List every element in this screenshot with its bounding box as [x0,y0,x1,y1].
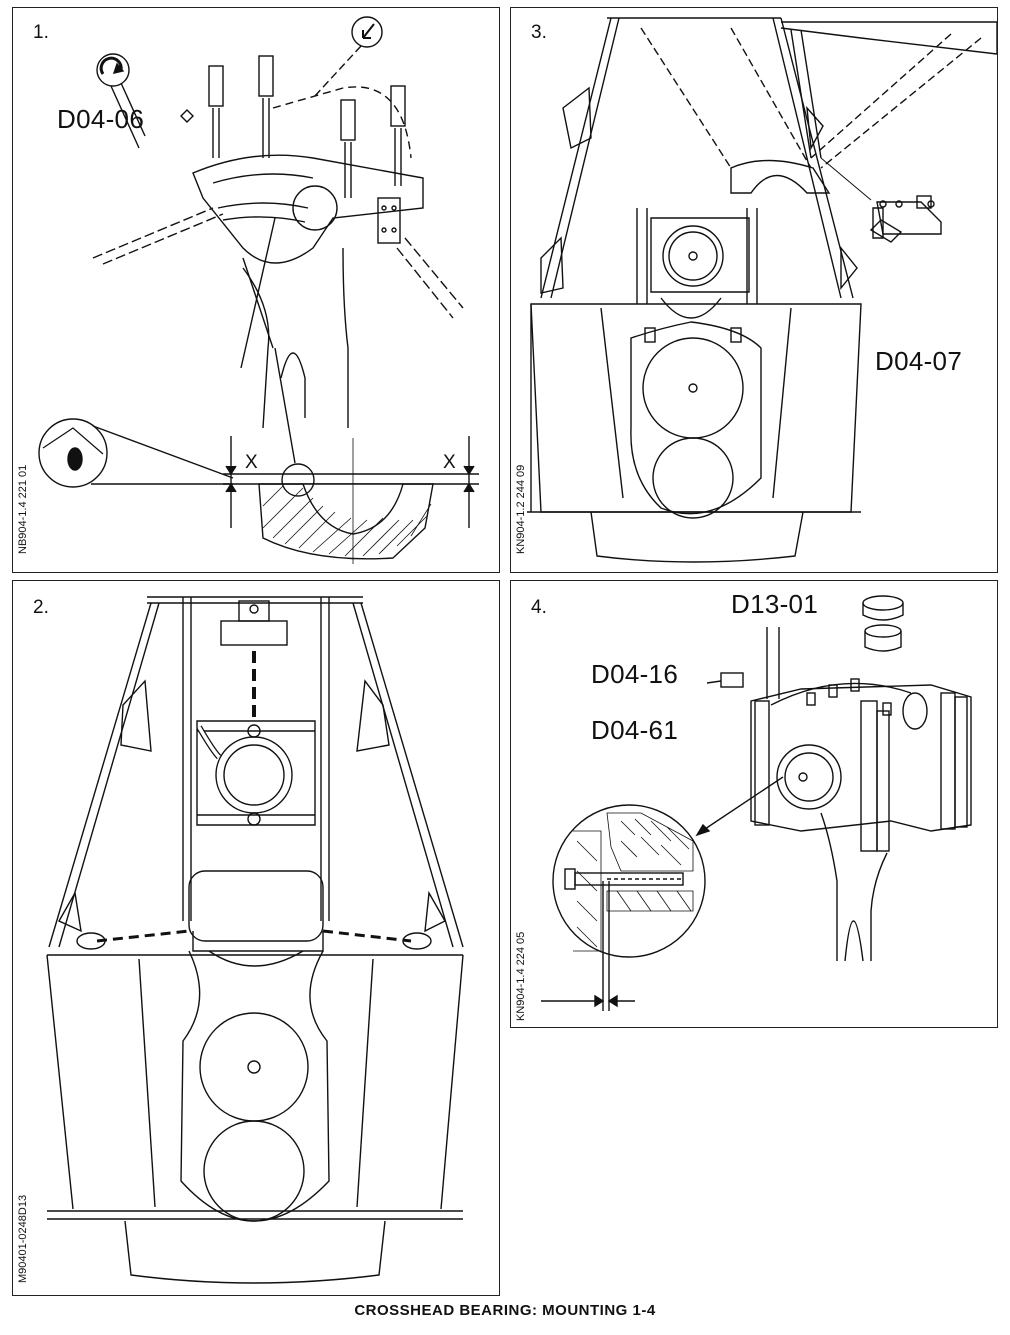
panel-4: 4. D13-01 D04-16 D04-61 KN904-1.4 224 05 [510,580,998,1028]
panel-3-number: 3. [531,22,547,43]
crosshead-bearing-assembly-drawing [541,595,972,1011]
ref-d13-01: D13-01 [731,589,819,619]
panel-1: 1. D04-06 NB904-1.4 221 01 [12,7,500,573]
panel-3: 3. D04-07 KN904-1.2 244 09 [510,7,998,573]
ref-d04-16: D04-16 [591,659,679,689]
ref-d04-61: D04-61 [591,715,679,745]
direction-arrow-icon [312,16,383,99]
panel-4-number: 4. [531,597,547,618]
engine-frame-front-view-drawing [46,596,464,1284]
panel-2-number: 2. [33,597,49,618]
rotate-arrow-icon [96,53,146,149]
dim-label-x-left: X [245,452,258,473]
crosshead-bearing-removal-drawing [38,16,479,564]
panel-2: 2. M90401-0248D13 [12,580,500,1296]
dim-label-x-right: X [443,452,456,473]
eye-sight-icon [38,418,234,488]
ref-d04-06: D04-06 [57,104,145,134]
ref-d04-07: D04-07 [875,346,963,376]
panel-1-number: 1. [33,22,49,43]
engine-frame-with-crosshead-drawing [527,17,997,563]
figure-caption: CROSSHEAD BEARING: MOUNTING 1-4 [354,1302,656,1319]
